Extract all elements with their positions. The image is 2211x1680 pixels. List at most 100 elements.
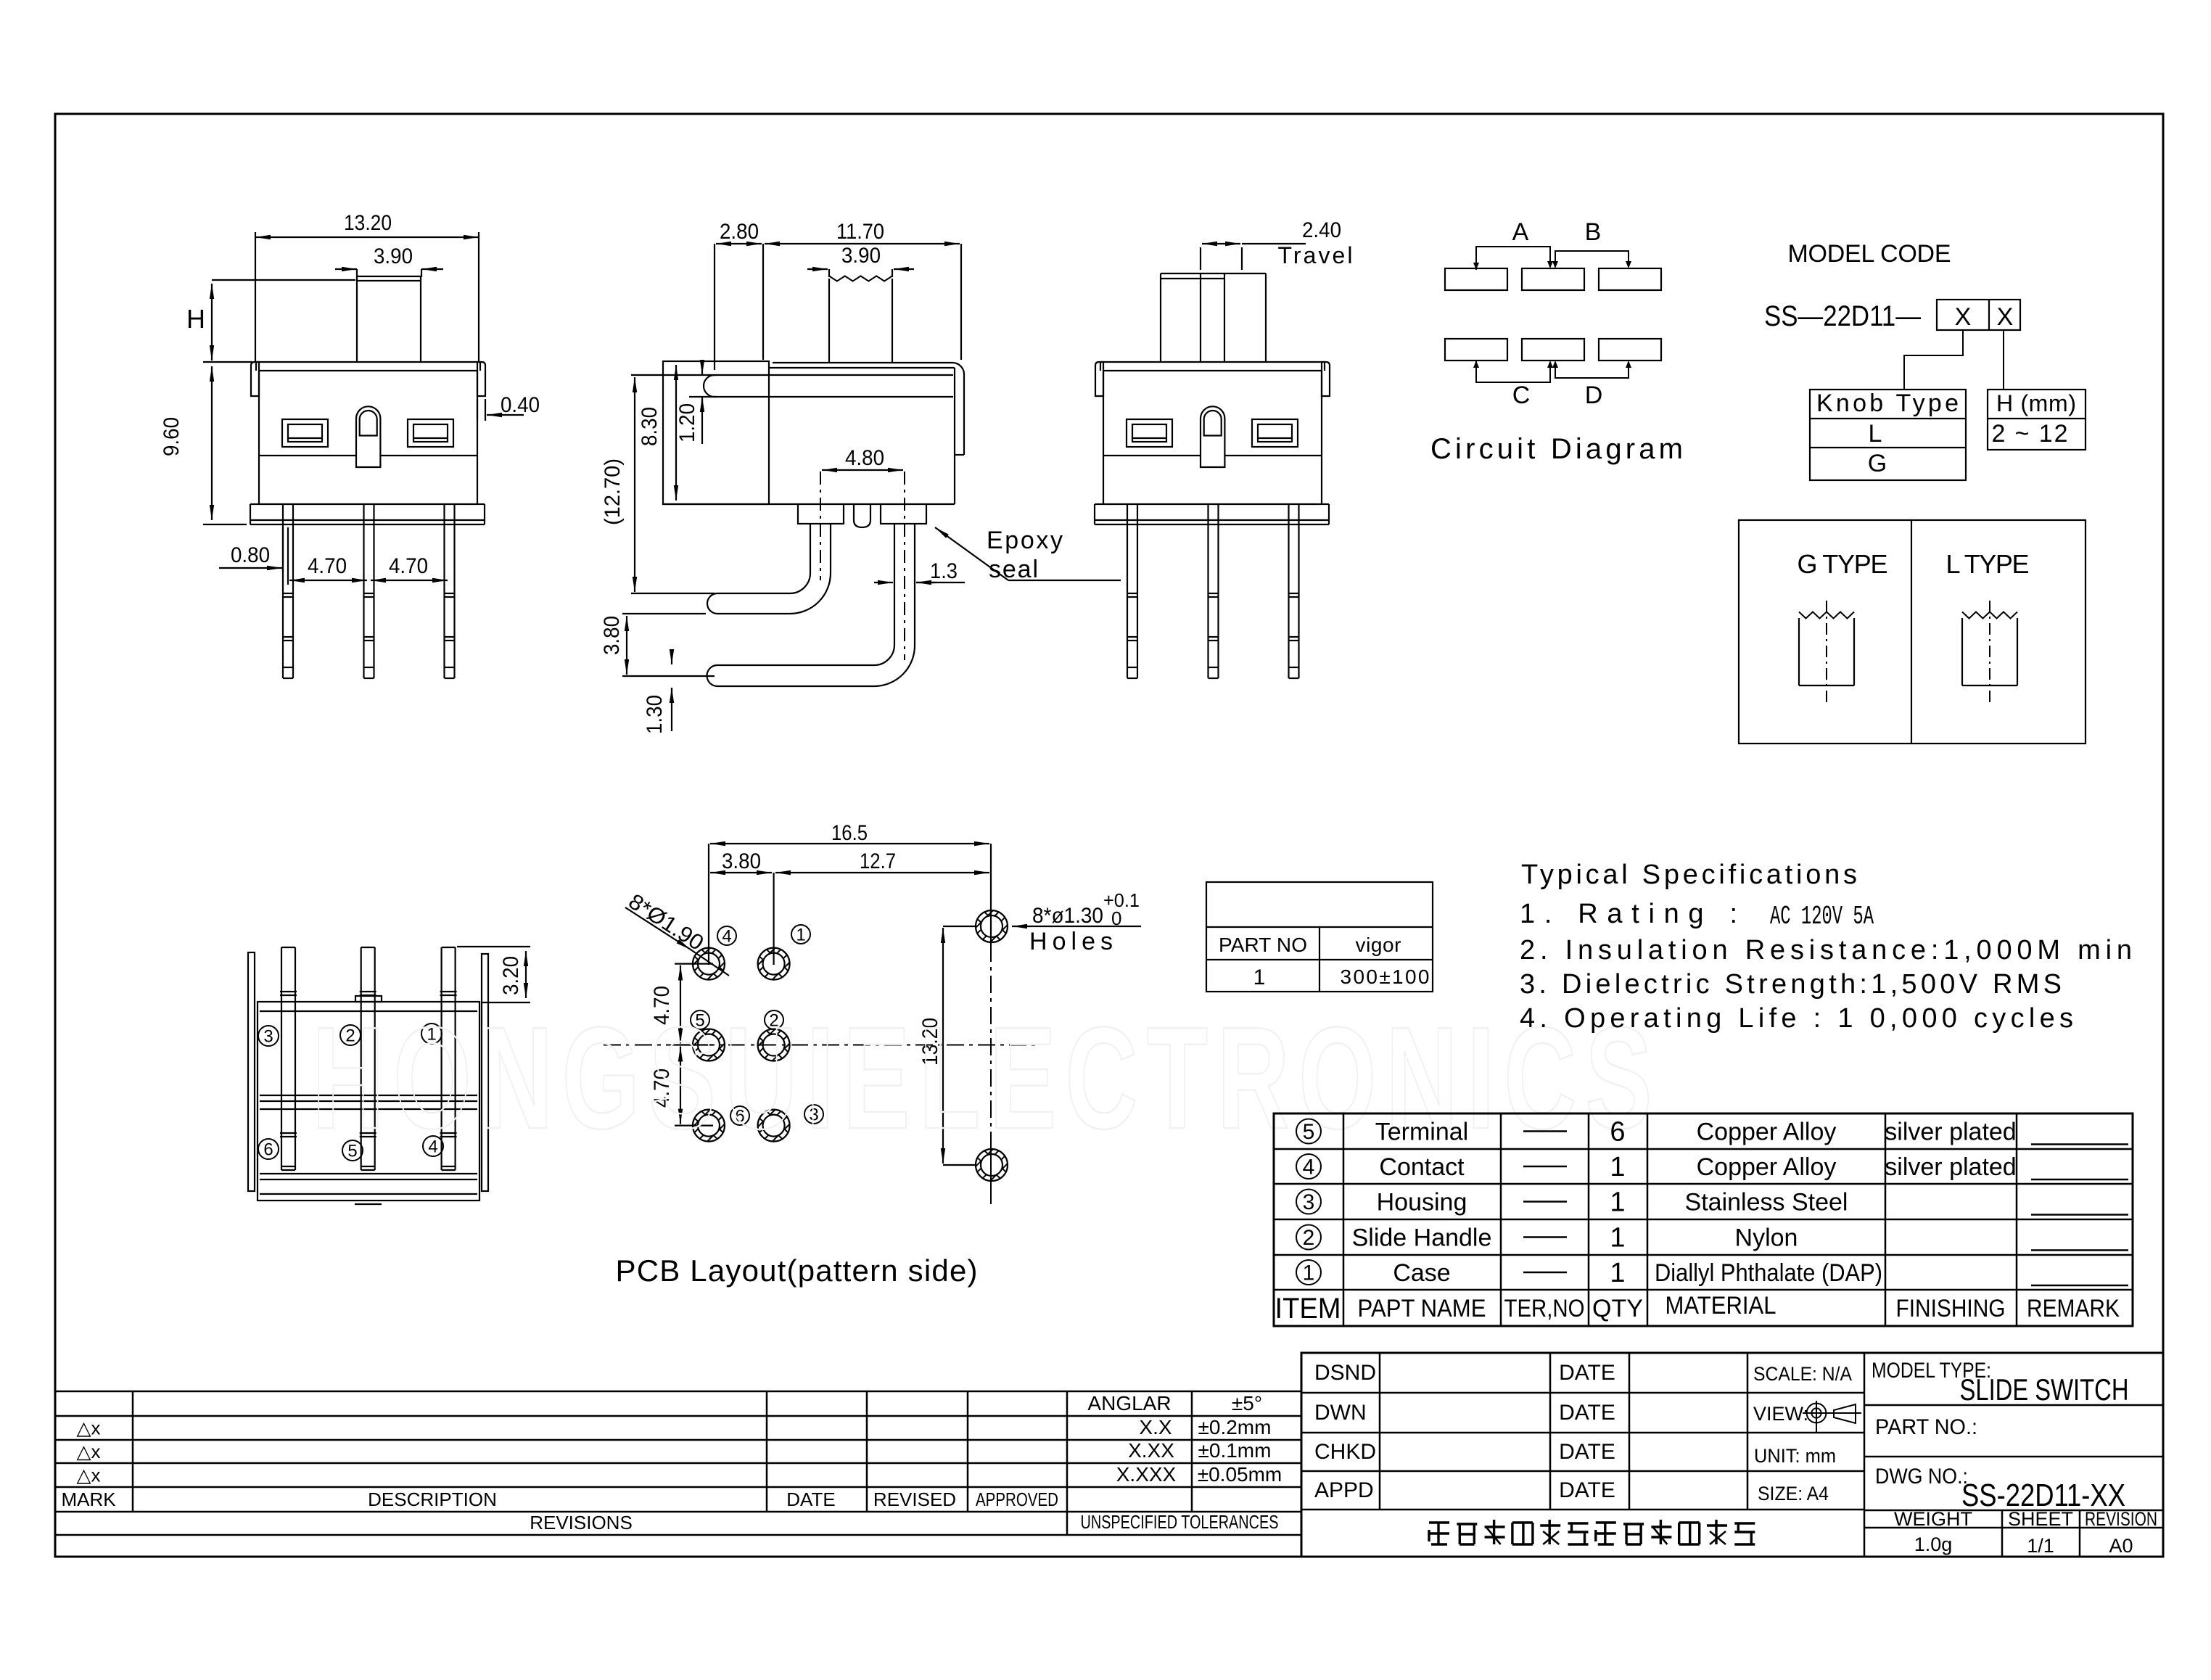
- svg-text:0: 0: [1111, 907, 1121, 929]
- svg-text:8.30: 8.30: [638, 407, 662, 446]
- svg-text:1: 1: [1253, 965, 1266, 989]
- svg-text:WEIGHT: WEIGHT: [1894, 1508, 1972, 1530]
- svg-text:Holes: Holes: [1029, 928, 1113, 955]
- svg-text:REVISED: REVISED: [873, 1488, 956, 1510]
- svg-text:5: 5: [347, 1141, 357, 1161]
- svg-text:△x: △x: [77, 1465, 101, 1486]
- svg-text:MATERIAL: MATERIAL: [1666, 1292, 1776, 1319]
- svg-text:MARK: MARK: [61, 1488, 116, 1510]
- svg-text:REVISIONS: REVISIONS: [530, 1512, 633, 1533]
- svg-text:Typical Specifications: Typical Specifications: [1521, 860, 1857, 890]
- svg-text:X.XXX: X.XXX: [1116, 1463, 1177, 1486]
- svg-text:DSND: DSND: [1314, 1361, 1376, 1385]
- svg-text:SHEET: SHEET: [2008, 1508, 2073, 1530]
- svg-text:6: 6: [1610, 1117, 1625, 1148]
- svg-text:4.70: 4.70: [389, 554, 428, 578]
- svg-text:(12.70): (12.70): [601, 458, 625, 525]
- svg-text:3: 3: [1303, 1190, 1315, 1214]
- svg-text:Housing: Housing: [1377, 1189, 1467, 1216]
- svg-text:AC 120V 5A: AC 120V 5A: [1770, 902, 1874, 931]
- svg-text:L: L: [1869, 420, 1882, 448]
- svg-text:G: G: [1868, 450, 1887, 477]
- svg-text:silver plated: silver plated: [1885, 1119, 2016, 1146]
- svg-text:±0.1mm: ±0.1mm: [1198, 1439, 1272, 1462]
- svg-text:PART NO.:: PART NO.:: [1875, 1415, 1977, 1439]
- svg-text:1.0g: 1.0g: [1914, 1533, 1953, 1555]
- svg-text:4: 4: [1303, 1156, 1315, 1179]
- svg-text:300±100: 300±100: [1341, 965, 1430, 988]
- svg-text:2: 2: [769, 1010, 778, 1030]
- svg-text:1: 1: [796, 925, 805, 944]
- svg-text:APPROVED: APPROVED: [976, 1488, 1058, 1510]
- svg-text:6: 6: [735, 1106, 744, 1126]
- svg-text:G TYPE: G TYPE: [1798, 549, 1888, 579]
- svg-text:3: 3: [263, 1026, 273, 1046]
- svg-text:SS-22D11-XX: SS-22D11-XX: [1961, 1478, 2125, 1513]
- svg-text:±0.2mm: ±0.2mm: [1198, 1416, 1272, 1438]
- svg-text:APPD: APPD: [1314, 1478, 1374, 1502]
- svg-text:X: X: [1997, 303, 2014, 331]
- svg-text:3.90: 3.90: [841, 244, 881, 268]
- svg-text:Nylon: Nylon: [1735, 1224, 1798, 1252]
- svg-text:DESCRIPTION: DESCRIPTION: [368, 1488, 497, 1510]
- svg-text:ITEM: ITEM: [1275, 1293, 1341, 1325]
- svg-text:SCALE: N/A: SCALE: N/A: [1753, 1363, 1852, 1385]
- svg-text:UNSPECIFIED TOLERANCES: UNSPECIFIED TOLERANCES: [1081, 1511, 1279, 1533]
- svg-text:DATE: DATE: [1559, 1361, 1615, 1385]
- svg-text:Circuit Diagram: Circuit Diagram: [1430, 433, 1683, 465]
- svg-text:3. Dielectric Strength:1,500V: 3. Dielectric Strength:1,500V RMS: [1520, 969, 2062, 1000]
- svg-text:3: 3: [809, 1105, 818, 1124]
- svg-text:4: 4: [722, 926, 731, 946]
- svg-text:12.7: 12.7: [860, 849, 896, 873]
- svg-text:PCB Layout(pattern side): PCB Layout(pattern side): [616, 1253, 978, 1288]
- svg-text:±0.05mm: ±0.05mm: [1198, 1463, 1282, 1486]
- svg-text:5: 5: [1303, 1120, 1315, 1144]
- svg-text:MODEL CODE: MODEL CODE: [1788, 240, 1951, 268]
- svg-text:X: X: [1955, 303, 1972, 331]
- svg-text:Terminal: Terminal: [1375, 1119, 1468, 1146]
- svg-text:MODEL TYPE:: MODEL TYPE:: [1872, 1359, 1991, 1383]
- svg-text:DWG NO.:: DWG NO.:: [1875, 1465, 1968, 1488]
- svg-text:+0.1: +0.1: [1103, 889, 1140, 911]
- svg-text:Copper Alloy: Copper Alloy: [1697, 1153, 1837, 1181]
- svg-text:silver plated: silver plated: [1885, 1153, 2016, 1181]
- svg-text:H (mm): H (mm): [1996, 390, 2076, 416]
- svg-text:DATE: DATE: [1559, 1401, 1615, 1425]
- svg-text:PART NO: PART NO: [1219, 934, 1307, 956]
- svg-text:QTY: QTY: [1592, 1295, 1643, 1322]
- svg-text:4.70: 4.70: [650, 1068, 674, 1108]
- svg-text:B: B: [1585, 218, 1602, 246]
- svg-text:2: 2: [345, 1026, 355, 1045]
- svg-text:4.70: 4.70: [650, 986, 674, 1025]
- svg-text:UNIT: mm: UNIT: mm: [1754, 1445, 1836, 1467]
- svg-text:16.5: 16.5: [831, 821, 868, 845]
- svg-text:Case: Case: [1393, 1259, 1450, 1287]
- svg-text:DATE: DATE: [786, 1488, 835, 1510]
- svg-text:TER,NO: TER,NO: [1504, 1295, 1585, 1322]
- svg-text:CHKD: CHKD: [1314, 1440, 1376, 1464]
- svg-text:REVISION: REVISION: [2085, 1508, 2157, 1530]
- svg-text:SIZE: A4: SIZE: A4: [1758, 1483, 1829, 1504]
- svg-text:C: C: [1512, 382, 1531, 409]
- svg-text:Travel: Travel: [1278, 242, 1353, 268]
- svg-text:1: 1: [1610, 1152, 1625, 1182]
- svg-text:1: 1: [427, 1024, 436, 1044]
- svg-text:vigor: vigor: [1356, 934, 1401, 956]
- svg-text:4.80: 4.80: [845, 446, 884, 470]
- svg-text:SS—22D11—: SS—22D11—: [1764, 300, 1921, 332]
- svg-text:11.70: 11.70: [836, 220, 884, 244]
- svg-text:ANGLAR: ANGLAR: [1087, 1392, 1171, 1415]
- svg-text:Copper Alloy: Copper Alloy: [1697, 1119, 1837, 1146]
- svg-text:1: 1: [1610, 1187, 1625, 1218]
- svg-text:5: 5: [695, 1010, 704, 1030]
- svg-text:H: H: [186, 304, 205, 334]
- svg-text:13.20: 13.20: [918, 1018, 942, 1066]
- svg-text:DATE: DATE: [1559, 1440, 1615, 1464]
- svg-text:L TYPE: L TYPE: [1946, 549, 2030, 579]
- svg-text:△x: △x: [77, 1441, 101, 1462]
- svg-text:1: 1: [1610, 1258, 1625, 1288]
- svg-text:1.30: 1.30: [643, 695, 667, 734]
- svg-text:Contact: Contact: [1379, 1153, 1465, 1181]
- svg-text:seal: seal: [989, 556, 1038, 583]
- svg-text:2.80: 2.80: [720, 220, 759, 244]
